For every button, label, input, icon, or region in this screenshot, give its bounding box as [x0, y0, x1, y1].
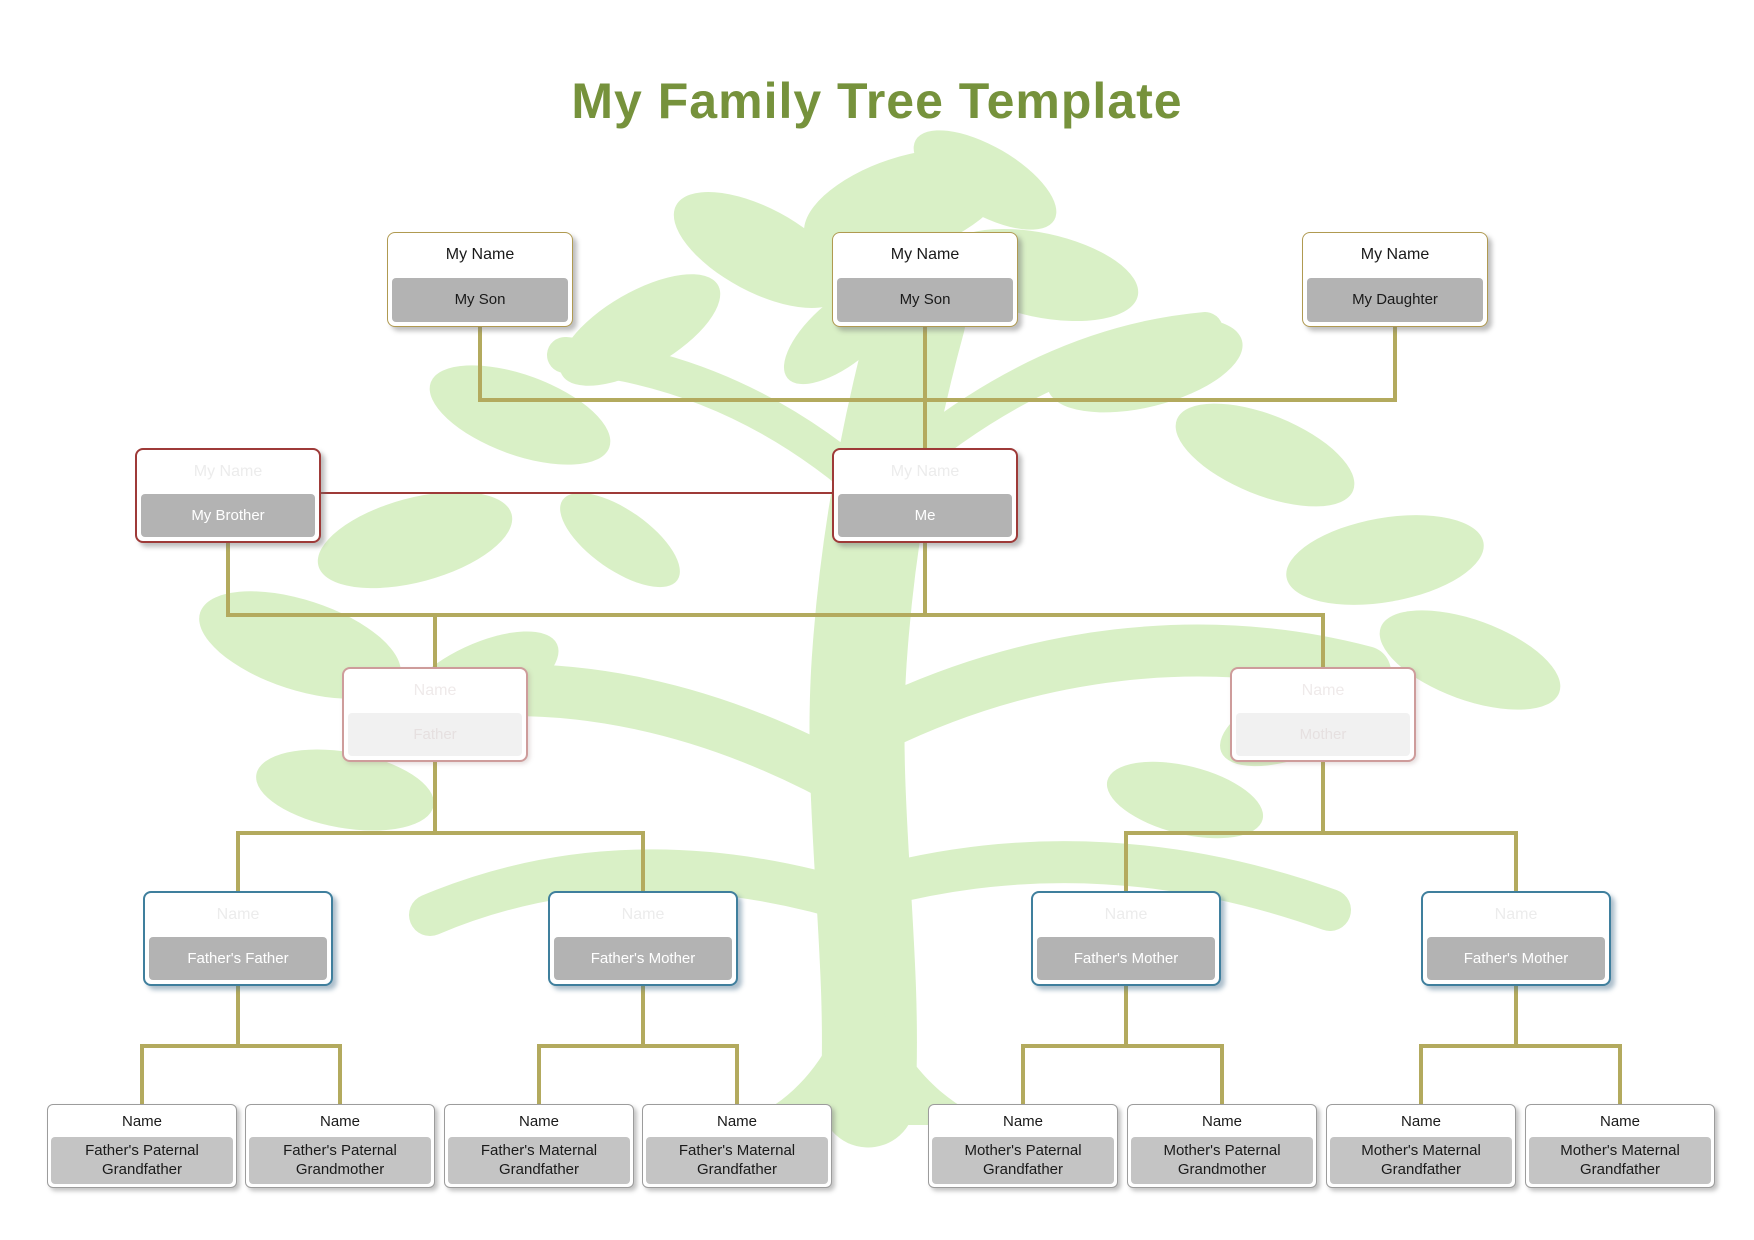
node-relation-label: My Son — [392, 277, 568, 322]
connector-gp2-down — [641, 986, 645, 1046]
node-relation-label: My Daughter — [1307, 277, 1483, 322]
connector-gg1-bar — [140, 1044, 342, 1048]
node-name-field[interactable]: Name — [1002, 1112, 1043, 1130]
node-relation-label: Father's Mother — [554, 936, 732, 980]
node-name-field[interactable]: Name — [716, 1112, 757, 1130]
node-name-field[interactable]: My Name — [890, 246, 960, 264]
connector-brother-down — [226, 543, 230, 617]
connector-daughter-down — [1393, 327, 1397, 400]
connector-gp4-down — [1514, 986, 1518, 1046]
node-relation-label: Mother — [1236, 712, 1410, 756]
connector-to-great2 — [338, 1044, 342, 1104]
node-name-field[interactable]: Name — [1301, 681, 1345, 699]
connector-to-mother — [1321, 613, 1325, 667]
node-relation-label: Father's Paternal Grandfather — [51, 1137, 233, 1184]
node-relation-label: Mother's Paternal Grandfather — [932, 1137, 1114, 1184]
node-relation-label: Me — [838, 493, 1012, 537]
connector-to-great7 — [1419, 1044, 1423, 1104]
connector-to-fm — [641, 831, 645, 891]
family-node-daughter[interactable]: My Name My Daughter — [1302, 232, 1488, 327]
node-name-field[interactable]: My Name — [1360, 246, 1430, 264]
node-name-field[interactable]: Name — [121, 1112, 162, 1130]
node-name-field[interactable]: Name — [1400, 1112, 1441, 1130]
connector-to-great5 — [1021, 1044, 1025, 1104]
connector-father-down — [433, 762, 437, 835]
node-name-field[interactable]: Name — [1104, 905, 1148, 923]
connector-me-down — [923, 543, 927, 617]
connector-gg3-bar — [1021, 1044, 1224, 1048]
connector-to-great1 — [140, 1044, 144, 1104]
family-node-brother[interactable]: My Name My Brother — [135, 448, 321, 543]
node-name-field[interactable]: Name — [413, 681, 457, 699]
node-name-field[interactable]: My Name — [193, 462, 263, 480]
connector-to-ff — [236, 831, 240, 891]
family-node-son-2[interactable]: My Name My Son — [832, 232, 1018, 327]
node-name-field[interactable]: My Name — [445, 246, 515, 264]
connector-gp1-down — [236, 986, 240, 1046]
node-relation-label: Mother's Paternal Grandmother — [1131, 1137, 1313, 1184]
connector-to-great6 — [1220, 1044, 1224, 1104]
connector-to-father — [433, 613, 437, 667]
connector-to-great4 — [735, 1044, 739, 1104]
node-relation-label: Father's Mother — [1427, 936, 1605, 980]
node-relation-label: Mother's Maternal Grandfather — [1330, 1137, 1512, 1184]
connector-gg4-bar — [1419, 1044, 1622, 1048]
node-name-field[interactable]: Name — [621, 905, 665, 923]
connector-to-great8 — [1618, 1044, 1622, 1104]
connector-to-mm — [1514, 831, 1518, 891]
node-name-field[interactable]: Name — [1599, 1112, 1640, 1130]
node-name-field[interactable]: Name — [216, 905, 260, 923]
family-node-son-1[interactable]: My Name My Son — [387, 232, 573, 327]
node-name-field[interactable]: My Name — [890, 462, 960, 480]
node-relation-label: Father's Paternal Grandmother — [249, 1137, 431, 1184]
connector-fgp-bar — [236, 831, 645, 835]
node-relation-label: My Brother — [141, 493, 315, 537]
page-title: My Family Tree Template — [571, 73, 1183, 129]
node-relation-label: Father's Father — [149, 936, 327, 980]
connector-gg2-bar — [537, 1044, 739, 1048]
node-relation-label: Father — [348, 712, 522, 756]
connector-mother-down — [1321, 762, 1325, 835]
connector-mgp-bar — [1124, 831, 1518, 835]
node-relation-label: Mother's Maternal Grandfather — [1529, 1137, 1711, 1184]
connector-son1-down — [478, 327, 482, 400]
connector-to-mf — [1124, 831, 1128, 891]
connector-gp3-down — [1124, 986, 1128, 1046]
connector-to-great3 — [537, 1044, 541, 1104]
node-relation-label: Father's Mother — [1037, 936, 1215, 980]
node-name-field[interactable]: Name — [1201, 1112, 1242, 1130]
node-relation-label: Father's Maternal Grandfather — [448, 1137, 630, 1184]
connector-parents-bar — [226, 613, 1325, 617]
node-relation-label: Father's Maternal Grandfather — [646, 1137, 828, 1184]
node-relation-label: My Son — [837, 277, 1013, 322]
node-name-field[interactable]: Name — [518, 1112, 559, 1130]
connector-son2-to-me — [923, 327, 927, 448]
connector-children-bar — [478, 398, 1397, 402]
node-name-field[interactable]: Name — [1494, 905, 1538, 923]
node-name-field[interactable]: Name — [319, 1112, 360, 1130]
connector-sibling-line — [321, 492, 832, 494]
